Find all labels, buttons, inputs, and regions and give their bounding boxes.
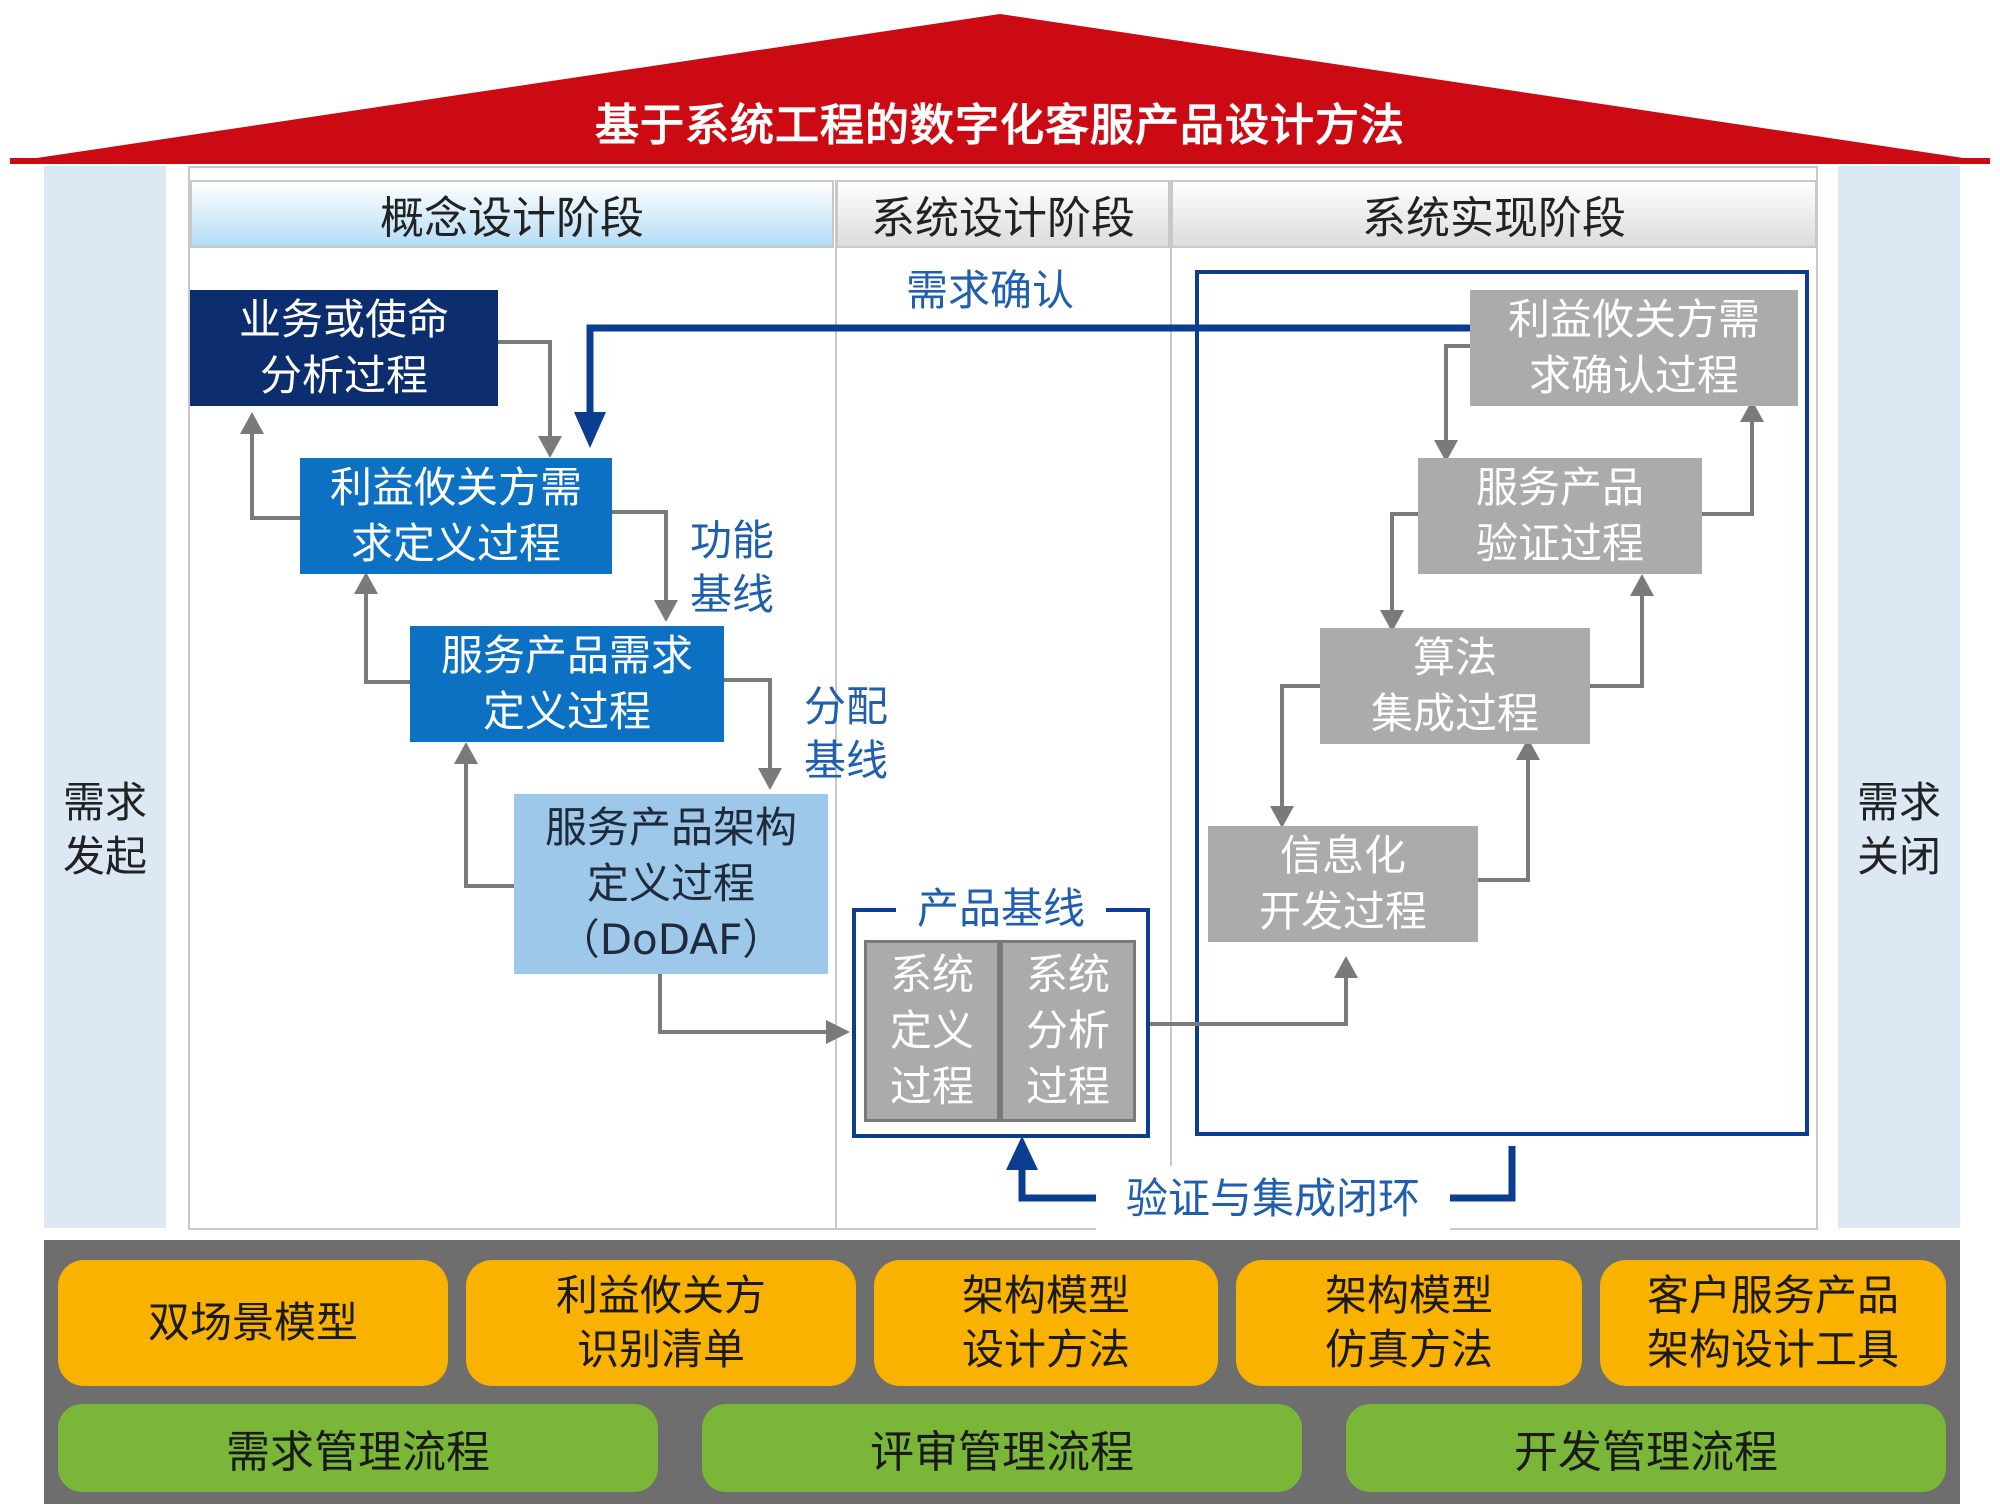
tool-dual-scenario-model: 双场景模型 [58,1260,448,1386]
requirement-confirmation-label: 需求确认 [906,266,1075,315]
product-verification-box: 服务产品验证过程 [1418,458,1702,574]
verification-loop-label: 验证与集成闭环 [1096,1166,1450,1232]
stage-header-realize: 系统实现阶段 [1171,180,1817,248]
function-baseline-label: 功能基线 [690,516,775,619]
side-label-left: 需求发起 [62,778,147,881]
stakeholder-definition-box: 利益攸关方需求定义过程 [300,458,612,574]
page-title: 基于系统工程的数字化客服产品设计方法 [595,100,1405,151]
information-development-box: 信息化开发过程 [1208,826,1478,942]
stage-header-system: 系统设计阶段 [836,180,1170,248]
stakeholder-confirmation-box: 利益攸关方需求确认过程 [1470,290,1798,406]
tool-architecture-simulation-method: 架构模型仿真方法 [1236,1260,1582,1386]
algorithm-integration-box: 算法集成过程 [1320,628,1590,744]
column-divider [835,180,837,1228]
product-baseline-label: 产品基线 [896,880,1106,938]
tool-stakeholder-list: 利益攸关方识别清单 [466,1260,856,1386]
realization-frame [1195,270,1809,1136]
architecture-definition-box: 服务产品架构定义过程（DoDAF） [514,794,828,974]
tool-architecture-design-tool: 客户服务产品架构设计工具 [1600,1260,1946,1386]
side-bar-right: 需求关闭 [1838,166,1960,1228]
process-development-management: 开发管理流程 [1346,1404,1946,1492]
allocation-baseline-label: 分配基线 [804,682,889,785]
product-requirement-box: 服务产品需求定义过程 [410,626,724,742]
tool-architecture-design-method: 架构模型设计方法 [874,1260,1218,1386]
business-mission-analysis-box: 业务或使命分析过程 [190,290,498,406]
system-definition-box: 系统定义过程 [864,940,1000,1122]
process-requirement-management: 需求管理流程 [58,1404,658,1492]
column-divider [1170,180,1172,1228]
side-label-right: 需求关闭 [1856,778,1941,881]
stage-header-concept: 概念设计阶段 [190,180,834,248]
process-review-management: 评审管理流程 [702,1404,1302,1492]
side-bar-left: 需求发起 [44,166,166,1228]
roof [10,14,1990,164]
system-analysis-box: 系统分析过程 [1000,940,1136,1122]
